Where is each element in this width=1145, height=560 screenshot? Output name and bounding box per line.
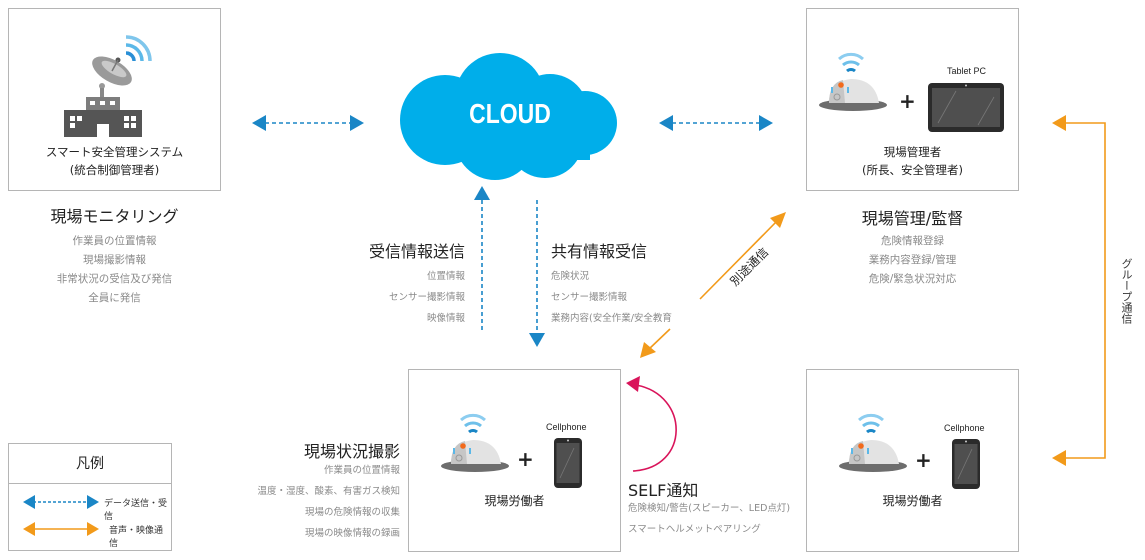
cloud-icon: [400, 53, 617, 180]
self-notify-item: 危険検知/警告(スピーカー、LED点灯): [628, 503, 791, 514]
manager-box: + Tablet PC 現場管理者 (所長、安全管理者): [806, 8, 1019, 191]
monitoring-items: 作業員の位置情報 現場撮影情報 非常状況の受信及び発信 全員に発信: [8, 232, 221, 308]
data-arrow-downlink: [529, 200, 545, 347]
worker-right-box: + Cellphone 現場労働者: [806, 369, 1019, 552]
monitoring-caption-line1: スマート安全管理システム: [45, 145, 184, 159]
monitoring-item: 非常状況の受信及び発信: [56, 273, 173, 285]
legend-label-data: データ送信・受信: [104, 499, 168, 522]
downlink-items: 危険状況 センサー撮影情報 業務内容(安全作業/安全教育: [551, 266, 672, 329]
downlink-item: 業務内容(安全作業/安全教育: [551, 313, 672, 324]
cellphone-icon: [554, 438, 582, 488]
smart-helmet-icon: [819, 52, 887, 111]
monitoring-title: 現場モニタリング: [50, 207, 179, 226]
tablet-label: Tablet PC: [947, 66, 987, 76]
cellphone-label: Cellphone: [944, 423, 985, 433]
monitoring-system-box: スマート安全管理システム (統合制御管理者): [8, 8, 221, 191]
legend-label-voice: 音声・映像通信: [109, 526, 164, 549]
self-notify-item: スマートヘルメットペアリング: [628, 524, 761, 535]
downlink-item: センサー撮影情報: [551, 292, 628, 303]
data-arrow-monitoring-cloud: [252, 115, 364, 131]
manager-item: 危険/緊急状況対応: [868, 273, 957, 285]
smart-helmet-icon: [839, 413, 907, 472]
monitoring-item: 全員に発信: [88, 292, 141, 304]
cellphone-label: Cellphone: [546, 422, 587, 432]
downlink-item: 危険状況: [551, 271, 590, 282]
manager-item: 危険情報登録: [881, 235, 944, 247]
site-capture-items: 作業員の位置情報 温度・湿度、酸素、有害ガス検知 現場の危険情報の収集 現場の映…: [240, 460, 400, 544]
data-arrow-uplink: [474, 186, 490, 333]
monitoring-item: 現場撮影情報: [83, 254, 146, 266]
smart-helmet-icon: [441, 413, 509, 472]
data-arrow-cloud-manager: [659, 115, 773, 131]
uplink-items: 位置情報 センサー撮影情報 映像情報: [360, 266, 465, 329]
site-capture-item: 現場の危険情報の収集: [304, 507, 400, 518]
cloud-label: CLOUD: [469, 98, 551, 129]
plus-sign: +: [517, 447, 534, 471]
manager-items: 危険情報登録 業務内容登録/管理 危険/緊急状況対応: [806, 232, 1019, 289]
self-notify-items: 危険検知/警告(スピーカー、LED点灯) スマートヘルメットペアリング: [628, 498, 790, 540]
uplink-item: 映像情報: [426, 313, 465, 324]
site-capture-item: 現場の映像情報の録画: [304, 528, 400, 539]
tablet-pc-icon: [928, 83, 1004, 132]
manager-caption-line1: 現場管理者: [883, 145, 942, 159]
manager-caption-line2: (所長、安全管理者): [862, 163, 963, 177]
manager-title: 現場管理/監督: [861, 209, 964, 228]
voice-arrow-group-comm: [1052, 115, 1106, 466]
self-notify-arrow: [626, 376, 677, 472]
legend-title: 凡例: [9, 444, 171, 484]
site-capture-item: 温度・湿度、酸素、有害ガス検知: [257, 486, 400, 497]
site-capture-title: 現場状況撮影: [303, 442, 400, 461]
monitoring-item: 作業員の位置情報: [72, 235, 157, 247]
legend-voice-arrow-icon: [23, 522, 99, 536]
cellphone-icon: [952, 439, 980, 489]
legend-box: 凡例 データ送信・受信 音声・映像通信: [8, 443, 172, 551]
self-notify-title: SELF通知: [628, 481, 699, 500]
uplink-item: 位置情報: [426, 271, 465, 282]
voice-arrow-separate-comm: [640, 212, 786, 358]
site-capture-item: 作業員の位置情報: [323, 465, 400, 476]
uplink-title: 受信情報送信: [368, 242, 465, 261]
satellite-building-icon: [64, 35, 152, 137]
worker-center-box: + Cellphone 現場労働者: [408, 369, 621, 552]
worker-right-caption: 現場労働者: [882, 494, 943, 508]
legend-data-arrow-icon: [23, 495, 99, 509]
group-comm-label: グループ通信: [1120, 258, 1133, 324]
plus-sign: +: [899, 89, 916, 113]
downlink-title: 共有情報受信: [551, 242, 648, 261]
plus-sign: +: [915, 448, 932, 472]
worker-center-caption: 現場労働者: [484, 494, 545, 508]
monitoring-caption-line2: (統合制御管理者): [69, 163, 160, 177]
uplink-item: センサー撮影情報: [388, 292, 465, 303]
manager-item: 業務内容登録/管理: [868, 254, 957, 266]
